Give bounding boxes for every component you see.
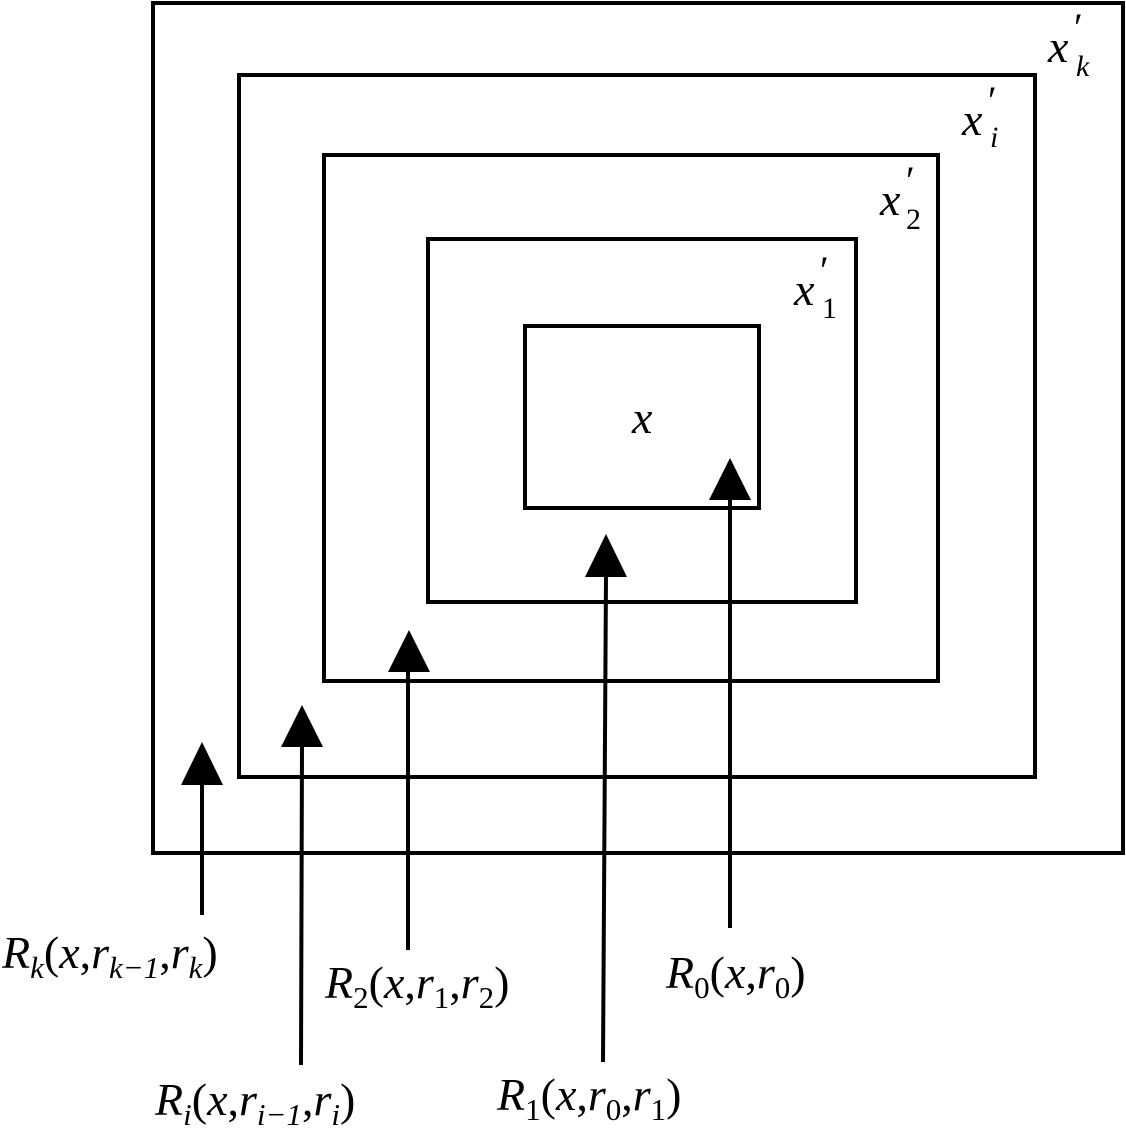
box-xk-label-main: x — [1047, 21, 1069, 72]
box-x2-label-sub: 2 — [906, 203, 921, 236]
arrow-r2-head — [388, 630, 430, 672]
arrow-r0 — [709, 458, 751, 928]
box-x2-label: x ′ 2 — [879, 158, 921, 236]
box-x1-label-main: x — [793, 264, 815, 315]
box-xi — [237, 73, 1037, 779]
box-x — [523, 324, 761, 510]
box-xi-label: x ′ i — [961, 78, 998, 154]
arrow-r2-label: R2(x,r1,r2) — [324, 957, 510, 1015]
box-xk — [151, 1, 1125, 855]
box-x-label: x — [631, 392, 653, 443]
box-xi-label-sub: i — [990, 121, 998, 154]
box-x2-label-main: x — [879, 174, 901, 225]
arrow-ri-head — [281, 705, 323, 747]
arrow-ri-label: Ri(x,ri−1,ri) — [154, 1074, 355, 1132]
box-xi-label-prime: ′ — [988, 78, 997, 123]
box-x1-label-prime: ′ — [820, 248, 829, 293]
arrow-r0-head — [709, 458, 751, 500]
arrow-r1 — [585, 534, 627, 1063]
box-x1-label-sub: 1 — [822, 292, 837, 325]
arrow-r2 — [388, 630, 430, 950]
box-xk-label-sub: k — [1076, 50, 1090, 83]
box-x2 — [322, 153, 940, 683]
arrow-r0-label: R0(x,r0) — [665, 947, 806, 1005]
box-xk-label-prime: ′ — [1074, 5, 1083, 50]
box-x1-label: x ′ 1 — [793, 248, 837, 325]
box-xk-label: x ′ k — [1047, 5, 1090, 83]
arrow-rk-head — [181, 742, 223, 785]
box-x2-label-prime: ′ — [906, 158, 915, 203]
box-x1 — [426, 237, 858, 604]
box-xi-label-main: x — [961, 94, 983, 145]
arrow-rk — [181, 742, 223, 915]
arrow-rk-label: Rk(x,rk−1,rk) — [1, 927, 218, 985]
arrow-r1-head — [585, 534, 627, 577]
arrow-ri — [281, 705, 323, 1066]
arrow-r1-label: R1(x,r0,r1) — [496, 1069, 682, 1127]
